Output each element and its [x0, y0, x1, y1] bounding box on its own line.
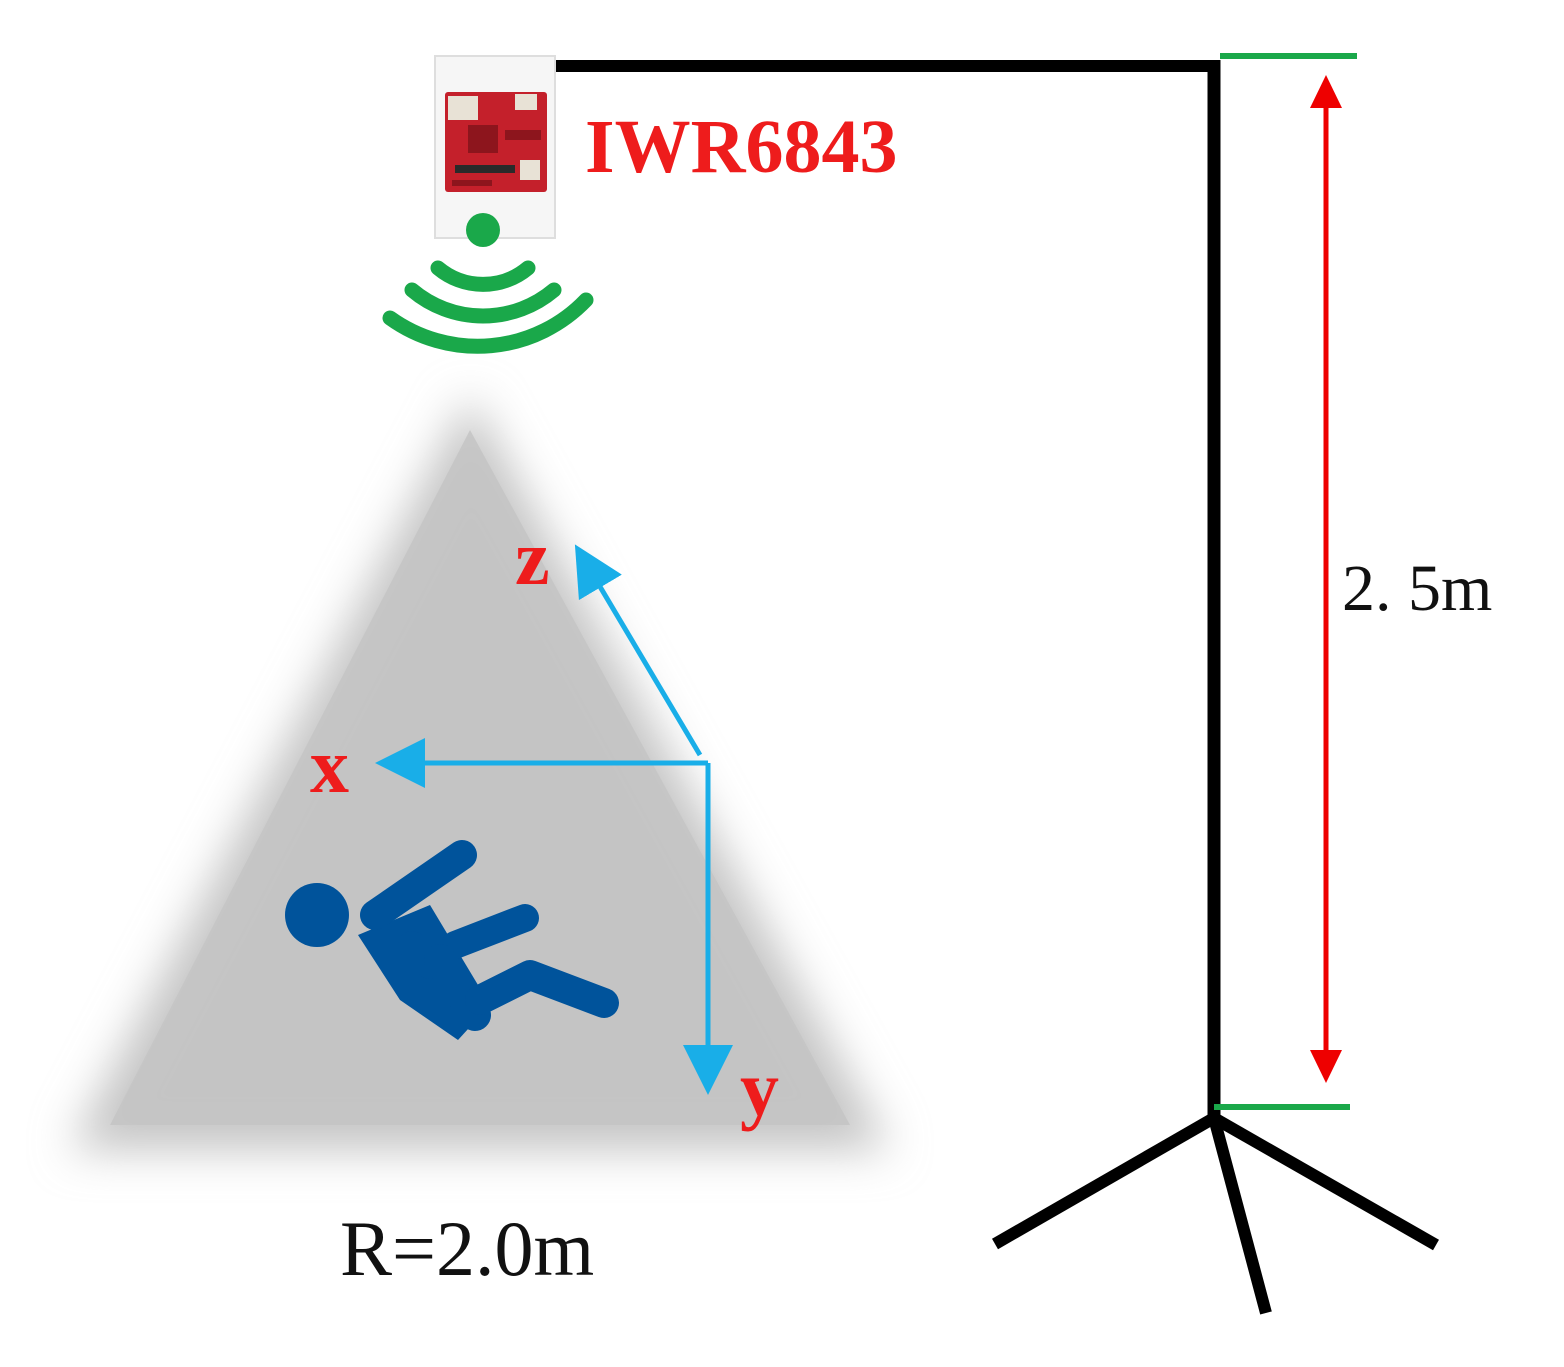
height-arrow	[1310, 75, 1342, 1083]
height-ticks	[1214, 53, 1357, 1110]
stand-leg-right	[1211, 1112, 1439, 1251]
coverage-cone	[70, 395, 890, 1150]
device-label: IWR6843	[585, 105, 897, 189]
stand	[496, 60, 1439, 1315]
axis-z-label: z	[515, 514, 550, 601]
axis-z	[574, 544, 703, 757]
radius-label: R=2.0m	[340, 1205, 594, 1292]
radar-board-icon	[434, 55, 556, 239]
axis-x-label: x	[310, 722, 349, 809]
stand-leg-middle	[1208, 1116, 1272, 1315]
falling-person-icon	[285, 840, 619, 1040]
stand-leg-left	[992, 1112, 1217, 1250]
axis-y-label: y	[740, 1045, 779, 1132]
coordinate-axes	[375, 544, 733, 1095]
height-label: 2. 5m	[1342, 552, 1492, 625]
wireless-signal-icon	[382, 213, 594, 354]
